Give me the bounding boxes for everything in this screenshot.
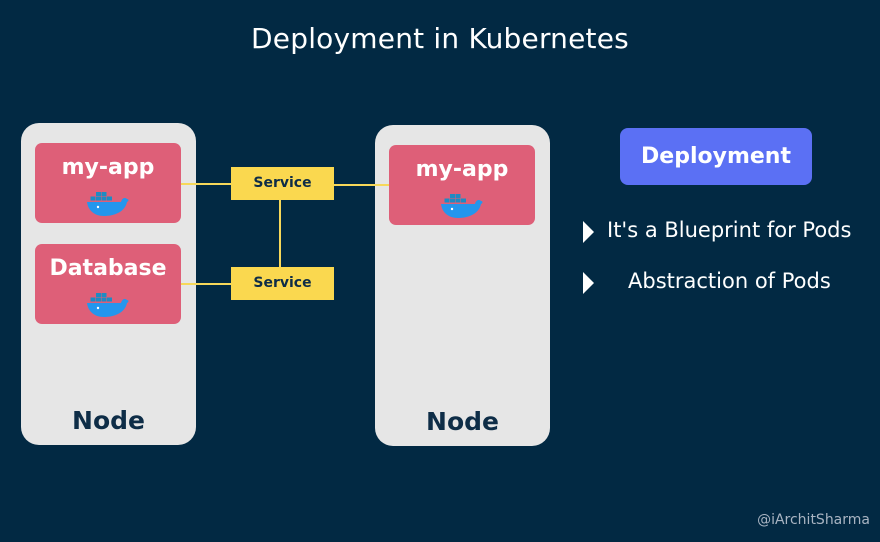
service-top: Service (231, 167, 334, 200)
node-label-right: Node (426, 407, 499, 436)
docker-whale-icon (441, 194, 483, 218)
pod-my-app-right: my-app (389, 145, 535, 225)
connector-service-to-my-app-right (334, 184, 389, 186)
connector-service-to-service (279, 200, 281, 267)
author-credit: @iArchitSharma (757, 512, 870, 528)
bullet-text-abstraction: Abstraction of Pods (628, 269, 831, 293)
bullet-text-blueprint: It's a Blueprint for Pods (607, 218, 852, 242)
chevron-right-icon (583, 272, 594, 294)
pod-label-my-app-left: my-app (61, 155, 155, 180)
pod-label-database: Database (49, 256, 167, 281)
pod-label-my-app-right: my-app (415, 157, 509, 182)
connector-database-to-service (181, 283, 231, 285)
node-label-left: Node (72, 406, 145, 435)
connector-my-app-to-service (181, 183, 231, 185)
pod-my-app-left: my-app (35, 143, 181, 223)
pod-database: Database (35, 244, 181, 324)
docker-whale-icon (87, 293, 129, 317)
service-bottom: Service (231, 267, 334, 300)
docker-whale-icon (87, 192, 129, 216)
diagram-title: Deployment in Kubernetes (251, 22, 629, 55)
deployment-box: Deployment (620, 128, 812, 185)
chevron-right-icon (583, 221, 594, 243)
